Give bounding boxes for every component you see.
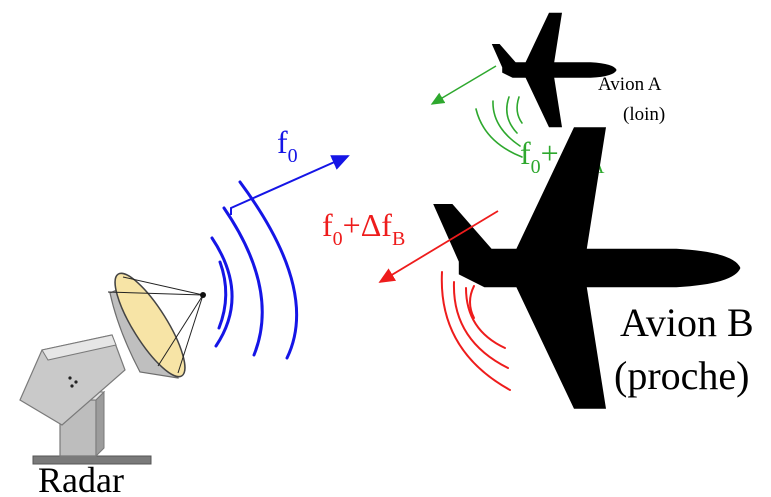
echo-near-frequency-label: f0+ΔfB	[322, 207, 405, 250]
echo-far-wave-3	[492, 100, 521, 147]
airplane-icon	[491, 12, 617, 128]
echo-far-wave-2	[506, 96, 518, 134]
echo-near-wave-2	[465, 287, 506, 349]
emitted-arrow	[230, 155, 350, 215]
plane-near-name: Avion B	[620, 300, 754, 345]
echo-near-wave-1	[469, 285, 475, 319]
echo-near-waves	[440, 271, 511, 391]
echo-far-waves	[475, 96, 523, 158]
echo-far-arrow	[430, 65, 497, 105]
plane-far-note: (loin)	[623, 104, 665, 125]
radar-label: Radar	[38, 460, 124, 497]
emitted-wave-3	[222, 206, 264, 357]
plane-near-note: (proche)	[614, 353, 749, 398]
echo-near-arrow	[378, 210, 499, 283]
echo-far-wave-1	[516, 96, 523, 124]
radar-feed	[200, 292, 206, 298]
echo-near-wave-4	[440, 271, 511, 391]
emitted-frequency-label: f0	[277, 124, 298, 167]
echo-far-wave-4	[475, 108, 523, 158]
echo-near-wave-3	[452, 281, 509, 369]
emitted-wave-4	[238, 180, 299, 360]
plane-far-name: Avion A	[598, 74, 662, 95]
emitted-wave-2	[210, 236, 234, 348]
plane-far: Avion A (loin)	[491, 12, 665, 128]
emitted-wave-1	[217, 260, 228, 330]
radar-dish-icon	[19, 272, 206, 465]
emitted-waves	[210, 180, 299, 360]
plane-near: Avion B (proche)	[433, 127, 754, 409]
